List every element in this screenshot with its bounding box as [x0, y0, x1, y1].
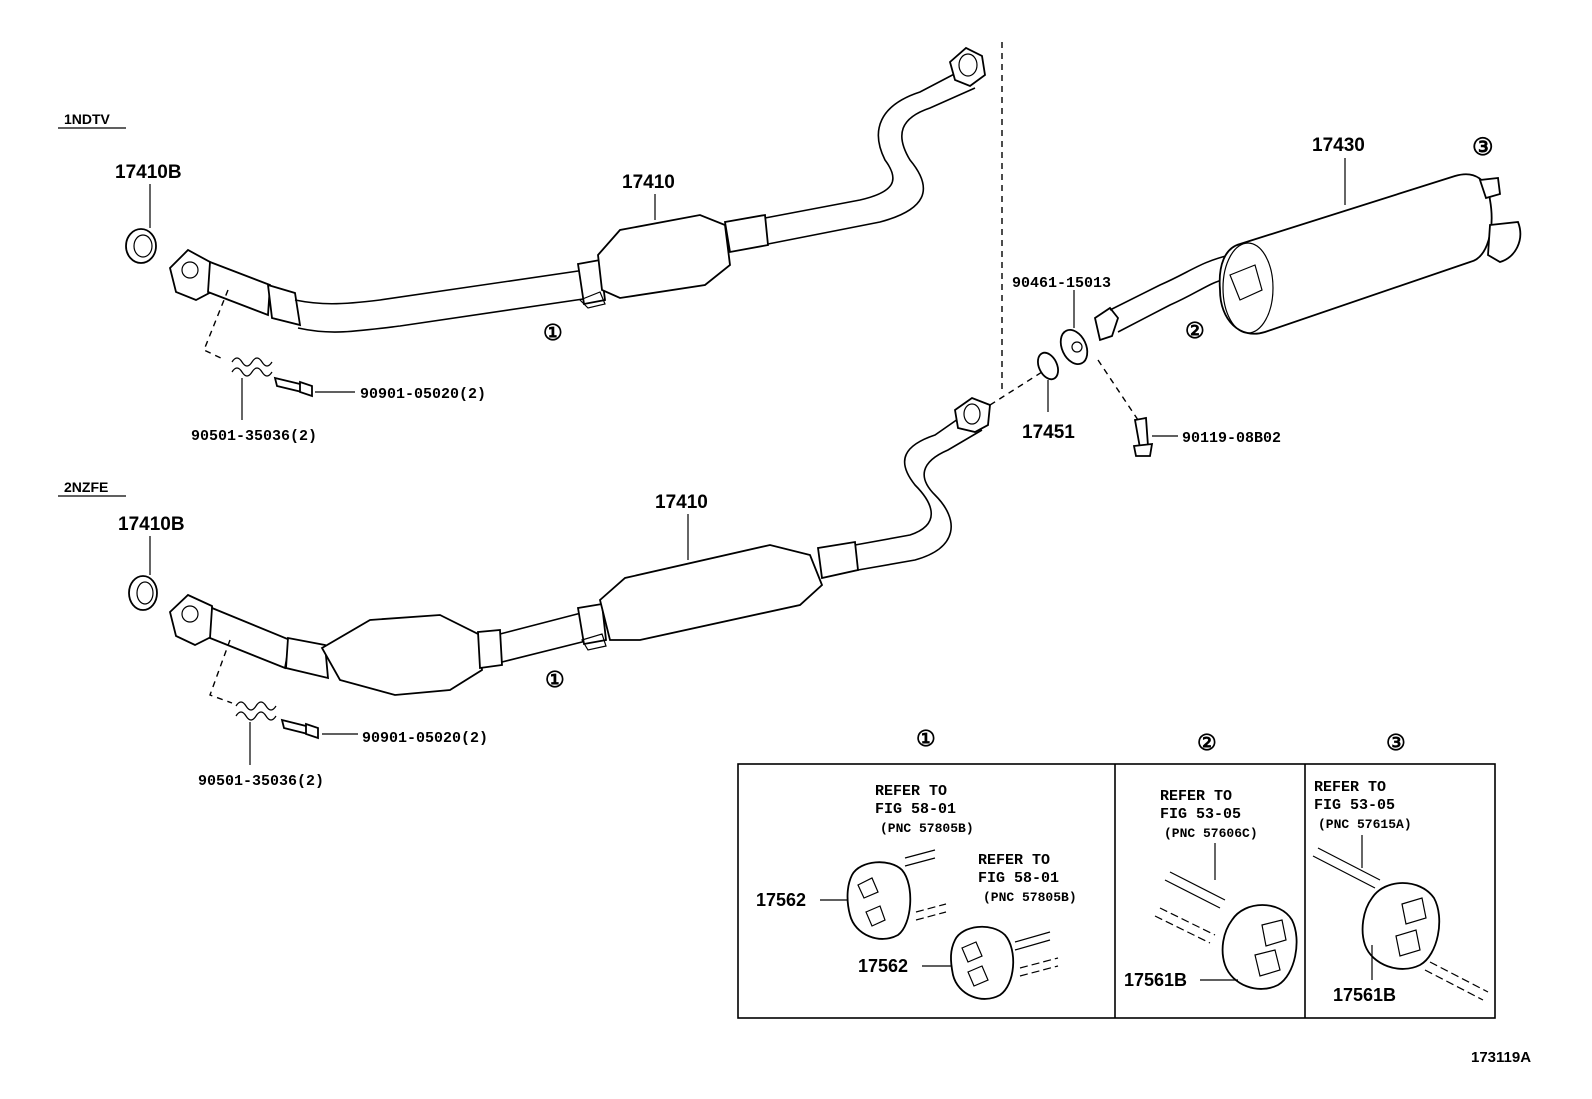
refer-line: (PNC 57805B) — [880, 821, 974, 836]
figure-id: 173119A — [1471, 1049, 1531, 1066]
part-label-17561b[interactable]: 17561B — [1124, 970, 1187, 990]
part-label-spring[interactable]: 90501-35036(2) — [191, 428, 317, 445]
hanger-rod — [1312, 847, 1381, 889]
hanger-rod — [1154, 907, 1216, 944]
refer-line: FIG 58-01 — [875, 801, 956, 818]
refer-line: (PNC 57606C) — [1164, 826, 1258, 841]
bolt-90901[interactable] — [273, 376, 313, 398]
muffler-17430[interactable] — [1093, 173, 1522, 342]
detail-frame — [737, 763, 1496, 1019]
part-label-17562[interactable]: 17562 — [858, 956, 908, 976]
part-label-bolt[interactable]: 90901-05020(2) — [360, 386, 486, 403]
hanger-rod — [915, 903, 947, 921]
engine-label-2nzfe: 2NZFE — [64, 479, 108, 495]
rubber-hanger-17562[interactable] — [950, 925, 1015, 1000]
part-label-bolt[interactable]: 90901-05020(2) — [362, 730, 488, 747]
hanger-rod — [1424, 961, 1489, 1001]
part-label-90461[interactable]: 90461-15013 — [1012, 275, 1111, 292]
rubber-hanger-17562[interactable] — [846, 861, 912, 940]
part-label-17410[interactable]: 17410 — [655, 492, 708, 513]
engine-label-1ndtv: 1NDTV — [64, 111, 111, 127]
part-label-17430[interactable]: 17430 — [1312, 135, 1365, 156]
assembly-dashline — [209, 639, 233, 704]
hanger-rod — [1019, 957, 1059, 977]
detail-box-2: ② REFER TO FIG 53-05 (PNC 57606C) 17561B — [1124, 730, 1298, 990]
hanger-ref-1: ① — [543, 320, 563, 345]
refer-line: (PNC 57615A) — [1318, 817, 1412, 832]
part-label-17410b[interactable]: 17410B — [118, 514, 185, 535]
assembly-dashline — [203, 289, 229, 361]
front-exhaust-pipe-17410[interactable] — [168, 396, 991, 696]
variant-1ndtv: 1NDTV 17410B 17410 ① — [58, 46, 986, 445]
hanger-rod — [1014, 931, 1051, 951]
detail-box-3: ③ REFER TO FIG 53-05 (PNC 57615A) 17561B — [1312, 730, 1489, 1005]
part-label-17561b[interactable]: 17561B — [1333, 985, 1396, 1005]
gasket-ring-17410b[interactable] — [128, 575, 158, 611]
spring-90501[interactable] — [231, 357, 273, 377]
assembly-dashline — [1097, 359, 1139, 421]
refer-line: FIG 53-05 — [1314, 797, 1395, 814]
refer-line: REFER TO — [1160, 788, 1232, 805]
hanger-rod — [1164, 871, 1226, 909]
detail-boxes: ① REFER TO FIG 58-01 (PNC 57805B) REFER … — [737, 726, 1496, 1019]
ring-17451[interactable] — [1034, 350, 1062, 383]
part-label-17410b[interactable]: 17410B — [115, 162, 182, 183]
refer-line: REFER TO — [1314, 779, 1386, 796]
muffler-ref-3: ③ — [1472, 135, 1494, 161]
refer-line: FIG 58-01 — [978, 870, 1059, 887]
bolt-90119[interactable] — [1132, 416, 1154, 457]
gasket-90461[interactable] — [1056, 326, 1093, 369]
refer-line: REFER TO — [978, 852, 1050, 869]
hanger-ref-1: ① — [545, 667, 565, 692]
detail-marker: ③ — [1386, 730, 1406, 755]
rubber-hanger-17561b[interactable] — [1361, 882, 1441, 970]
part-label-17562[interactable]: 17562 — [756, 890, 806, 910]
detail-marker: ② — [1197, 730, 1217, 755]
rubber-hanger-17561b[interactable] — [1221, 904, 1298, 990]
variant-2nzfe: 2NZFE 17410B 17410 — [58, 396, 991, 790]
gasket-ring-17410b[interactable] — [125, 228, 157, 264]
bolt-90901[interactable] — [280, 718, 319, 740]
front-exhaust-pipe-17410[interactable] — [169, 46, 986, 333]
part-label-17451[interactable]: 17451 — [1022, 422, 1075, 443]
spring-90501[interactable] — [235, 701, 277, 721]
refer-line: FIG 53-05 — [1160, 806, 1241, 823]
hanger-rod — [904, 849, 936, 867]
assembly-dashline — [989, 371, 1043, 406]
part-label-17410[interactable]: 17410 — [622, 172, 675, 193]
tailpipe-ref-2: ② — [1185, 318, 1205, 343]
refer-line: REFER TO — [875, 783, 947, 800]
refer-line: (PNC 57805B) — [983, 890, 1077, 905]
detail-marker: ① — [916, 726, 936, 751]
part-label-90119[interactable]: 90119-08B02 — [1182, 430, 1281, 447]
detail-box-1: ① REFER TO FIG 58-01 (PNC 57805B) REFER … — [756, 726, 1077, 1000]
rear-muffler-section: 17451 90461-15013 90119-08B02 17430 ③ ② — [989, 135, 1522, 457]
part-label-spring[interactable]: 90501-35036(2) — [198, 773, 324, 790]
